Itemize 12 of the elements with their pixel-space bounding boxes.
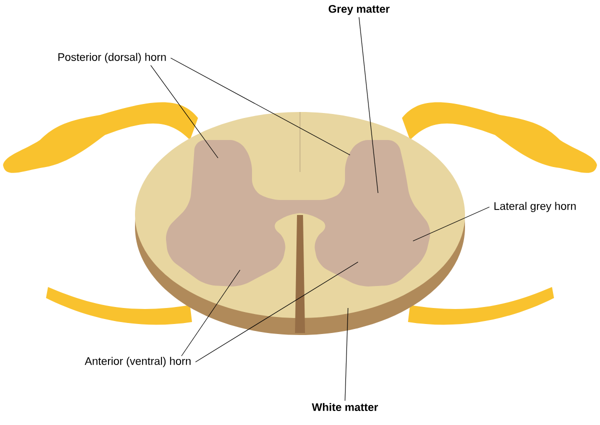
leader-line	[358, 16, 378, 194]
part-label: White matter	[312, 402, 378, 412]
part-label: Anterior (ventral) horn	[84, 356, 191, 368]
leader-line	[412, 206, 490, 242]
leader-line	[150, 65, 218, 158]
part-label: Posterior (dorsal) horn	[58, 52, 166, 64]
leader-line	[195, 262, 358, 362]
part-label: Lateral grey horn	[494, 202, 576, 212]
leader-line	[181, 270, 240, 356]
part-label: Grey matter	[328, 5, 390, 15]
leader-line	[344, 308, 348, 402]
leader-line	[170, 58, 350, 156]
